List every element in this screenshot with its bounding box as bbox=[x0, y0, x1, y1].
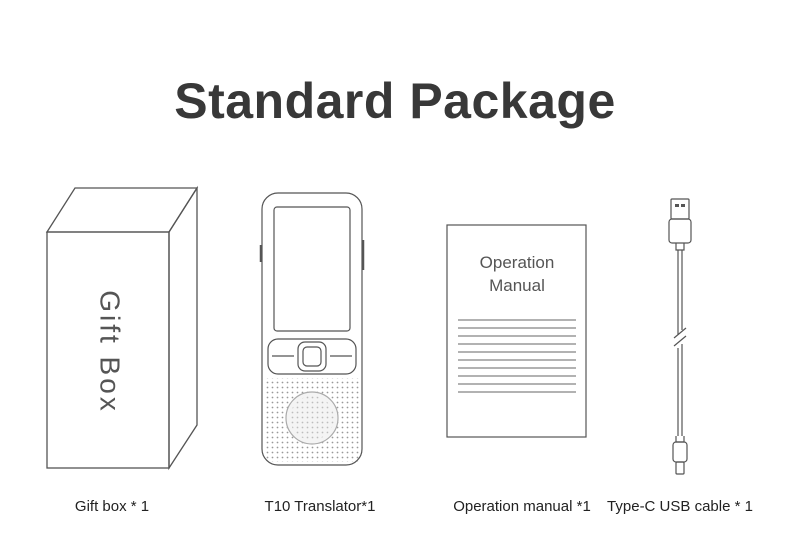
manual-caption: Operation manual *1 bbox=[453, 498, 591, 515]
translator-device-illustration bbox=[259, 192, 365, 466]
gift-box-caption: Gift box * 1 bbox=[74, 498, 150, 515]
operation-manual-illustration: Operation Manual bbox=[446, 224, 587, 438]
usb-cable-illustration bbox=[668, 198, 692, 475]
gift-box-illustration: Gift Box bbox=[45, 185, 199, 471]
gift-box-label: Gift Box bbox=[95, 290, 126, 414]
translator-caption: T10 Translator*1 bbox=[264, 498, 376, 515]
manual-label-line2: Manual bbox=[489, 276, 545, 295]
page-title: Standard Package bbox=[174, 73, 616, 129]
manual-label-line1: Operation bbox=[480, 253, 555, 272]
usb-cable-caption: Type-C USB cable * 1 bbox=[607, 498, 753, 515]
